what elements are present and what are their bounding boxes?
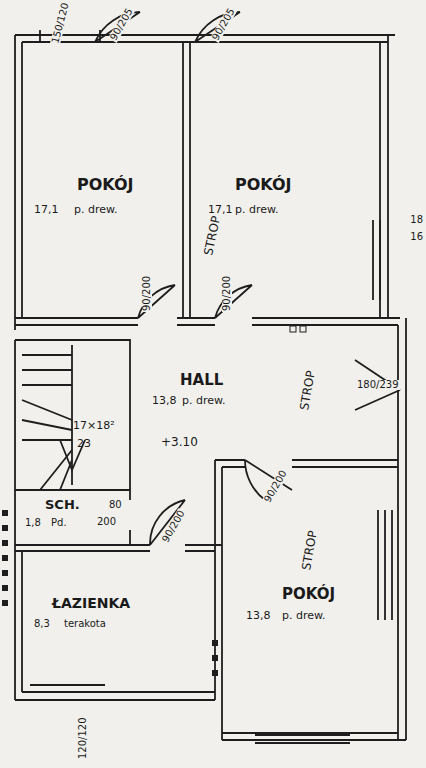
floor-type: p. drew. [182,395,226,406]
window-dimension: 180/239 [356,380,400,390]
room-area: 1,8 [25,518,41,528]
room-name: 17×18² [73,420,115,431]
door-dimension: 80 [108,500,123,510]
door-dimension: 90/205 [210,6,237,43]
room-name: SCH. [45,498,80,511]
window-dimension: 150/120 [50,1,71,46]
floor-type: p. drew. [282,610,326,621]
room-name: HALL [180,373,223,388]
room-area: 13,8 [246,610,271,621]
level-mark: +3.10 [160,436,199,448]
floor-type: p. drew. [235,204,279,215]
ceiling-note: STROP [298,369,317,412]
room-area: 17,1 [34,204,59,215]
room: 17×18² 23 [15,340,130,490]
window-dimension: 120/120 [78,716,88,760]
ceiling-note: STROP [300,529,319,572]
room: POKÓJ17,1p. drew. [190,42,380,318]
room: ŁAZIENKA8,3 terakota [22,551,215,690]
room-name: POKÓJ [235,177,292,193]
ceiling-note: STROP [202,214,222,258]
door-dimension: 90/200 [222,275,232,312]
room-name: ŁAZIENKA [52,596,130,610]
room-name: POKÓJ [77,177,134,193]
room-area: 13,8 [152,395,177,406]
room-name: POKÓJ [282,587,335,602]
dimension: 18 [409,215,424,225]
dimension: 16 [409,232,424,242]
room-area: 23 [77,438,91,449]
room-area: 8,3 [34,619,50,629]
room: POKÓJ 13,8 p. drew. [222,467,398,733]
floor-type: p. drew. [74,204,118,215]
door-dimension: 90/205 [108,6,135,43]
floor-type: terakota [64,619,106,629]
room: POKÓJ 17,1 p. drew. [22,42,183,318]
floor-type: Pd. [51,518,67,528]
door-dimension: 200 [96,517,117,527]
door-dimension: 90/200 [142,275,152,312]
